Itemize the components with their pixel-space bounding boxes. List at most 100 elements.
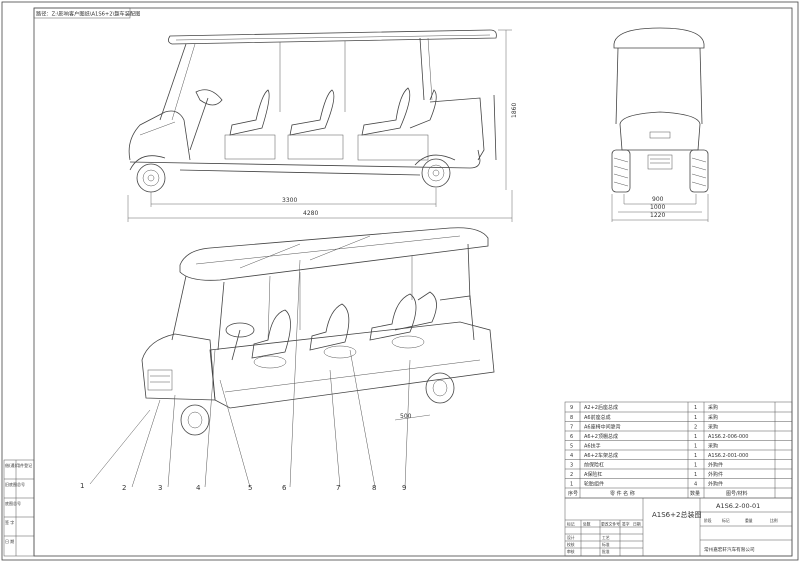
- bom-note: 采购: [708, 414, 718, 421]
- margin-label-1: 旧底图总号: [5, 481, 25, 487]
- bom-row: 7 A6座椅中间靠背 2 采购: [570, 424, 718, 431]
- bom-row: 3 前保险杠 1 外购件: [570, 462, 723, 469]
- dim-height: 1860: [511, 103, 518, 118]
- tb-weight: 重量: [745, 518, 753, 523]
- balloon-1: 1: [80, 482, 84, 490]
- balloon-leaders: [89, 259, 411, 488]
- part-name: A1S6+2总装图: [652, 510, 701, 519]
- bom-no: 3: [570, 463, 573, 469]
- bom-qty: 1: [694, 472, 697, 478]
- bom-name: A6前座总成: [584, 414, 611, 421]
- tb-label-change-doc: 更改文件号: [601, 522, 620, 527]
- bom-qty: 4: [694, 482, 697, 488]
- bom-header-qty: 数量: [690, 490, 700, 497]
- balloon-7: 7: [336, 484, 340, 492]
- company-name: 常州嘉宏轩汽车有限公司: [704, 546, 755, 553]
- bom-note: 采购: [708, 443, 718, 450]
- bom-note: A1S6.2-006-000: [708, 434, 748, 440]
- tb-label-mark: 标记: [567, 522, 575, 527]
- bom-name: A6座椅中间靠背: [584, 424, 621, 431]
- bom-row: 1 轮胎组件 4 外购件: [570, 481, 723, 488]
- balloon-9: 9: [402, 484, 406, 492]
- tb-label-count: 处数: [583, 522, 591, 527]
- bom-note: 采购: [708, 404, 718, 411]
- front-view-cart: [611, 27, 709, 193]
- inner-border: [33, 7, 793, 557]
- dim-overall-length: 4280: [303, 210, 318, 217]
- bom-note: 外购件: [708, 471, 723, 478]
- bom-qty: 1: [694, 453, 697, 459]
- tb-label-date: 日期: [633, 522, 641, 527]
- tb-scale: 比例: [770, 518, 778, 523]
- bom-no: 8: [570, 415, 573, 421]
- tb-stage: 阶段: [704, 518, 712, 523]
- margin-label-2: 底图总号: [5, 500, 21, 506]
- dim-wheelbase: 3300: [282, 197, 297, 204]
- bom-no: 9: [570, 405, 573, 411]
- bom-row: 5 A6扶手 1 采购: [570, 443, 718, 450]
- tb-label-review: 审核: [567, 549, 575, 554]
- left-margin-block: 借(通)用件登记 旧底图总号 底图总号 签 字 日 期: [3, 459, 35, 557]
- bom-row: 9 A2+2后座总成 1 采购: [570, 404, 718, 411]
- bom-table: [564, 401, 793, 499]
- drawing-number: A1S6.2-00-01: [716, 502, 760, 510]
- side-view-dimensions: 3300 4280 1860: [127, 29, 518, 222]
- bom-no: 4: [570, 453, 573, 459]
- bom-no: 1: [570, 482, 573, 488]
- bom-row: 4 A6+2车架总成 1 A1S6.2-001-000: [570, 452, 748, 459]
- bom-rows: 9 A2+2后座总成 1 采购 8 A6前座总成 1 采购 7 A6座椅中间靠背…: [568, 404, 748, 497]
- balloon-3: 3: [158, 484, 162, 492]
- bom-no: 6: [570, 434, 573, 440]
- balloon-8: 8: [372, 484, 376, 492]
- front-view-dimensions: 900 1000 1220: [611, 194, 709, 222]
- bom-header-note: 图号/材料: [726, 490, 748, 497]
- bom-row: 2 A保险杠 1 外购件: [570, 471, 723, 478]
- bom-name: A保险杠: [584, 471, 602, 478]
- balloon-2: 2: [122, 484, 126, 492]
- margin-label-3: 签 字: [5, 519, 14, 525]
- bom-row: 8 A6前座总成 1 采购: [570, 414, 718, 421]
- bom-header-name: 零 件 名 称: [610, 490, 635, 497]
- bom-header-no: 序号: [568, 490, 578, 497]
- tb-label-sign: 签字: [622, 522, 630, 527]
- bom-qty: 1: [694, 463, 697, 469]
- tb-label-design: 设计: [567, 535, 575, 540]
- bom-name: A6扶手: [584, 443, 601, 450]
- bom-name: 轮胎组件: [584, 481, 604, 488]
- tb-label-standard: 标准: [602, 542, 610, 547]
- bom-no: 5: [570, 444, 573, 450]
- margin-label-0: 借(通)用件登记: [5, 462, 32, 468]
- isometric-view-cart: [141, 227, 495, 436]
- balloon-4: 4: [196, 484, 201, 492]
- dim-front-width: 1220: [650, 212, 665, 219]
- bom-name: 前保险杠: [584, 462, 604, 469]
- bom-note: 外购件: [708, 462, 723, 469]
- balloon-5: 5: [248, 484, 252, 492]
- bom-note: 采购: [708, 424, 718, 431]
- bom-qty: 1: [694, 415, 697, 421]
- bom-header-row: 序号 零 件 名 称 数量 图号/材料: [568, 490, 748, 497]
- isometric-dimension: 500: [394, 413, 431, 421]
- tb-label-approve: 批准: [602, 549, 610, 554]
- balloon-6: 6: [282, 484, 287, 492]
- bom-no: 7: [570, 425, 573, 431]
- bom-name: A6+2车架总成: [584, 452, 618, 459]
- path-tab: [33, 7, 131, 19]
- side-view-cart: [128, 29, 497, 193]
- margin-label-4: 日 期: [5, 538, 14, 544]
- bom-note: A1S6.2-001-000: [708, 453, 748, 459]
- drawing-path: 路径：Z:\影响客户图纸\A1S6+2\整车装配图: [36, 10, 140, 18]
- dim-iso: 500: [400, 413, 412, 420]
- tb-label-check: 校核: [567, 542, 575, 547]
- bom-qty: 1: [694, 444, 697, 450]
- bom-no: 2: [570, 472, 573, 478]
- title-block: [564, 497, 793, 557]
- tb-stage-mark: 标记: [722, 518, 730, 523]
- bom-name: A2+2后座总成: [584, 404, 618, 411]
- bom-qty: 2: [694, 425, 697, 431]
- bom-qty: 1: [694, 434, 697, 440]
- tb-label-process: 工艺: [602, 535, 610, 540]
- dim-front-track: 900: [652, 196, 664, 203]
